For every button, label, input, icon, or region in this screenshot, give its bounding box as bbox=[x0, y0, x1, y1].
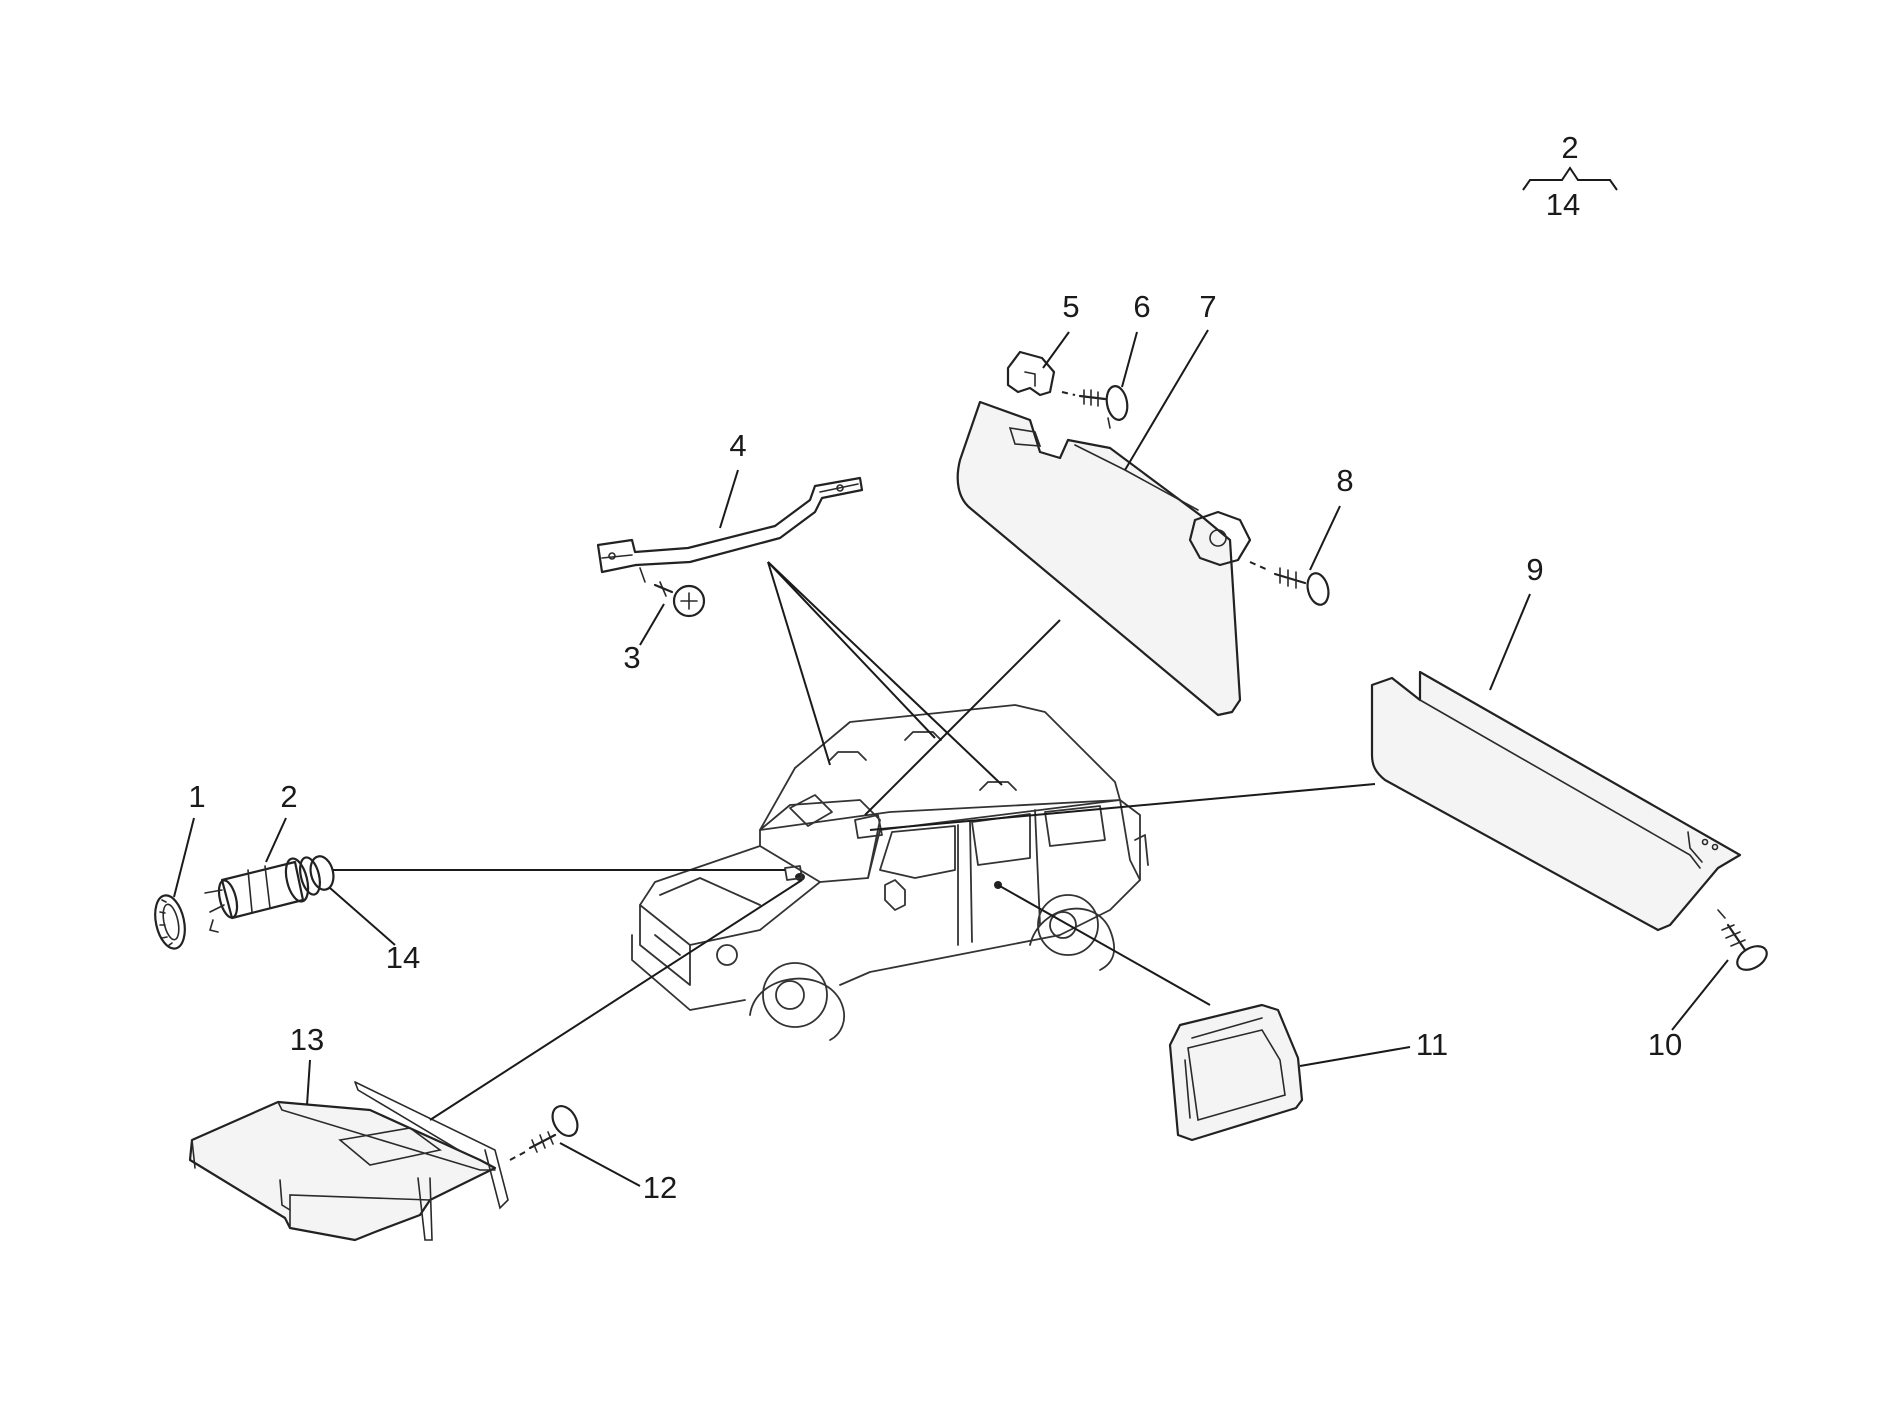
part-3-screw bbox=[639, 567, 706, 618]
leader-8 bbox=[1309, 505, 1341, 571]
leader-11 bbox=[1299, 1046, 1411, 1067]
callout-2: 2 bbox=[280, 779, 297, 814]
part-6-screw bbox=[1061, 385, 1129, 429]
leader-9-to-vehicle bbox=[869, 783, 1376, 831]
leader-5 bbox=[1042, 331, 1070, 369]
callout-4: 4 bbox=[729, 428, 746, 463]
part-11-cover bbox=[1168, 1003, 1304, 1142]
part-12-screw bbox=[509, 1104, 579, 1161]
group-label-top: 2 bbox=[1561, 130, 1578, 165]
leader-14 bbox=[329, 887, 396, 946]
part-2-cigar-lighter bbox=[204, 856, 321, 933]
callout-9: 9 bbox=[1526, 552, 1543, 587]
group-label-bottom: 14 bbox=[1546, 187, 1580, 222]
vehicle-outline bbox=[631, 704, 1149, 1041]
callout-12: 12 bbox=[643, 1170, 677, 1205]
leader-6 bbox=[1121, 331, 1138, 388]
leader-handle-b bbox=[767, 561, 936, 739]
leader-handle-a bbox=[767, 561, 831, 766]
callout-11: 11 bbox=[1416, 1027, 1448, 1062]
leader-1 bbox=[173, 817, 195, 898]
bracket-line bbox=[1522, 166, 1618, 191]
part-8-hinge-screw bbox=[1188, 510, 1330, 606]
callout-13: 13 bbox=[290, 1022, 324, 1057]
part-1-ring bbox=[154, 894, 186, 950]
part-10-screw bbox=[1717, 909, 1768, 971]
leader-12 bbox=[559, 1142, 641, 1187]
leader-handle-c bbox=[767, 561, 1003, 786]
part-14-knob bbox=[309, 855, 335, 891]
callout-1: 1 bbox=[188, 779, 205, 814]
leader-13-to-vehicle bbox=[429, 879, 803, 1121]
callout-10: 10 bbox=[1648, 1027, 1682, 1062]
callout-7: 7 bbox=[1199, 289, 1216, 324]
callout-5: 5 bbox=[1062, 289, 1079, 324]
part-5-clip bbox=[1006, 350, 1056, 397]
leader-9 bbox=[1489, 593, 1531, 691]
part-9-sun-visor-right bbox=[1370, 670, 1742, 932]
leader-13 bbox=[306, 1059, 311, 1106]
leader-4 bbox=[719, 469, 739, 529]
leader-2 bbox=[265, 817, 287, 863]
callout-14: 14 bbox=[386, 940, 420, 975]
callout-6: 6 bbox=[1133, 289, 1150, 324]
leader-11-to-vehicle bbox=[997, 884, 1211, 1006]
part-13-ashtray bbox=[188, 1081, 509, 1242]
leader-7-to-vehicle bbox=[864, 619, 1061, 816]
callout-8: 8 bbox=[1336, 463, 1353, 498]
leader-3 bbox=[639, 603, 665, 646]
leader-10 bbox=[1671, 959, 1729, 1031]
leader-7 bbox=[1124, 329, 1209, 471]
part-7-sun-visor bbox=[956, 400, 1242, 717]
part-4-grab-handle bbox=[596, 476, 864, 574]
callout-3: 3 bbox=[623, 640, 640, 675]
group-bracket: 2 14 bbox=[1522, 130, 1618, 222]
